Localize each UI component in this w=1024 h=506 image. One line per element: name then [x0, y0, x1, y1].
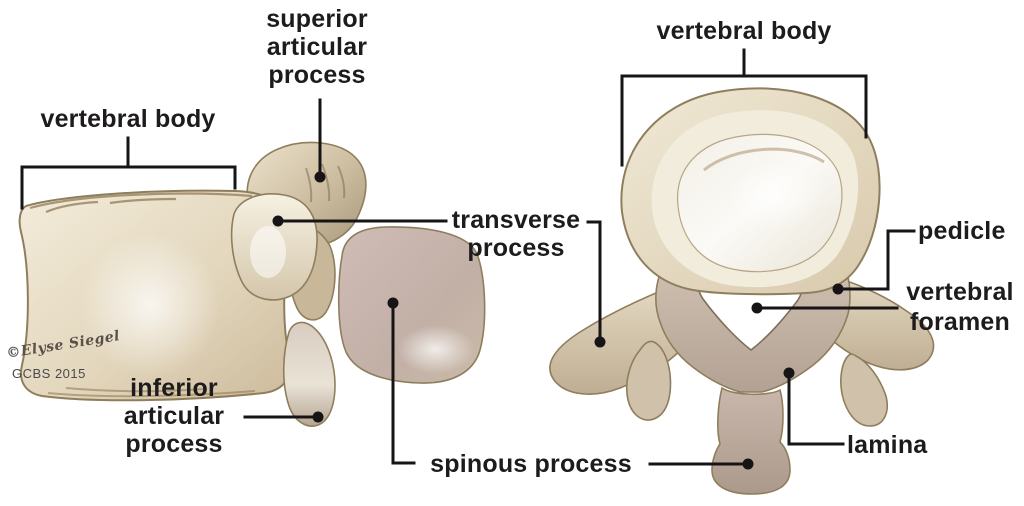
superior-vertebra-illustration: [549, 87, 935, 495]
center-highlight: [727, 162, 823, 230]
body-top-ridge-detail: [29, 192, 253, 214]
dot-spinous-process-lateral: [387, 297, 399, 309]
label-superior-articular-process: superior articular process: [266, 5, 368, 89]
bracket-superior-body: [620, 48, 868, 167]
label-transverse-process: transverse process: [451, 206, 581, 262]
credit-line: GCBS 2015: [12, 366, 86, 381]
leader-lines: [20, 48, 916, 470]
dot-vertebral-foramen: [751, 302, 763, 314]
connector-spinous-process-left: [387, 297, 416, 465]
connector-spinous-process-right: [648, 458, 754, 470]
right-inferior-lobe-shape: [840, 353, 888, 427]
label-inferior-articular-process: inferior articular process: [123, 374, 225, 458]
dot-transverse-process-lateral: [272, 215, 284, 227]
connector-vertebral-foramen: [751, 302, 899, 314]
connector-lamina: [783, 367, 845, 446]
connector-vertebral-body-lateral: [20, 136, 237, 210]
dot-pedicle: [832, 283, 844, 295]
connector-superior-articular-process: [314, 98, 326, 183]
label-spinous-process: spinous process: [430, 450, 632, 478]
left-inferior-lobe-shape: [625, 340, 672, 421]
connector-transverse-process-right: [586, 220, 606, 348]
body-bottom-ridge-detail: [47, 387, 256, 398]
connector-pedicle: [832, 229, 916, 295]
label-vertebral-body-superior: vertebral body: [656, 17, 832, 45]
body-sheen: [80, 233, 220, 377]
label-pedicle: pedicle: [918, 217, 1006, 245]
dot-lamina: [783, 367, 795, 379]
lateral-vertebra-illustration: [18, 141, 486, 427]
label-lamina: lamina: [847, 431, 928, 459]
transverse-knob-highlight: [250, 226, 286, 278]
dot-spinous-process-superior: [742, 458, 754, 470]
spinous-process-shape-superior: [711, 386, 791, 495]
superior-process-streaks: [305, 163, 346, 203]
dot-inferior-articular-process: [312, 411, 324, 423]
connector-vertebral-body-superior: [620, 48, 868, 167]
center-crescent-detail: [703, 147, 825, 172]
inferior-articular-process-shape: [282, 321, 336, 427]
bracket-lateral-body: [20, 136, 237, 210]
connector-inferior-articular-process: [243, 411, 324, 423]
dot-superior-articular-process: [314, 171, 326, 183]
label-vertebral-foramen: vertebral foramen: [906, 278, 1014, 336]
connector-transverse-process-left: [272, 215, 448, 227]
dot-transverse-process-superior: [594, 336, 606, 348]
label-vertebral-body-lateral: vertebral body: [40, 105, 216, 133]
spinous-lower-sheen: [396, 324, 475, 374]
